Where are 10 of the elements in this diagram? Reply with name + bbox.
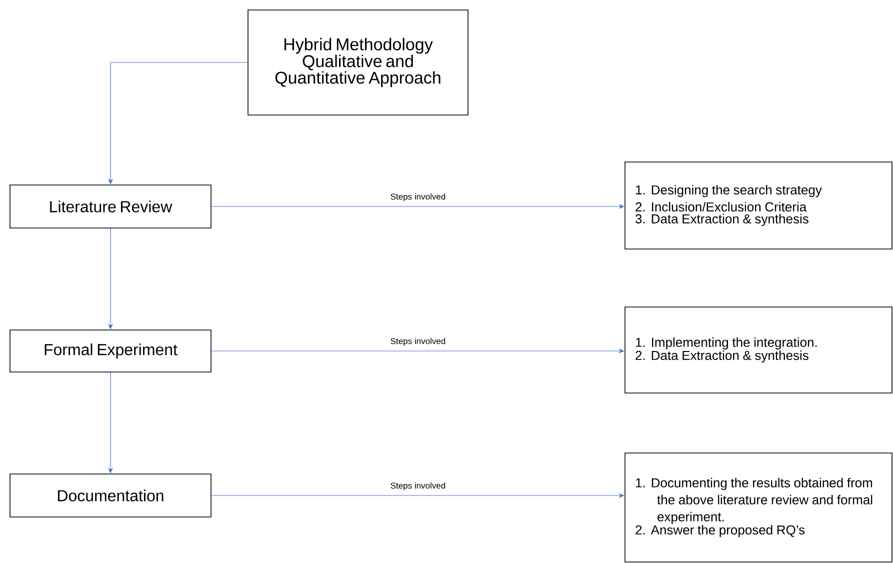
numbered-list-box: 1. Implementing the integration. 2. Data Extraction & synthesis	[624, 306, 892, 394]
process-box: Documentation	[10, 474, 212, 518]
numbered-list-box: 1. Designing the search strategy 2. Inclusion/Exclusion Criteria 3. Data Extraction & synthesis	[624, 162, 892, 250]
title-box: Hybrid Methodology Qualitative and Quantitative Approach	[248, 10, 468, 116]
edge-label: Steps involved	[389, 192, 447, 202]
process-box: Formal Experiment	[10, 330, 212, 372]
numbered-list-box: 1. Documenting the results obtained from the above literature review and formal experiment. 2. Answer the proposed RQ’s	[624, 452, 892, 562]
process-box: Literature Review	[10, 184, 212, 228]
edge-label: Steps involved	[389, 481, 447, 492]
edge-label: Steps involved	[389, 336, 447, 347]
